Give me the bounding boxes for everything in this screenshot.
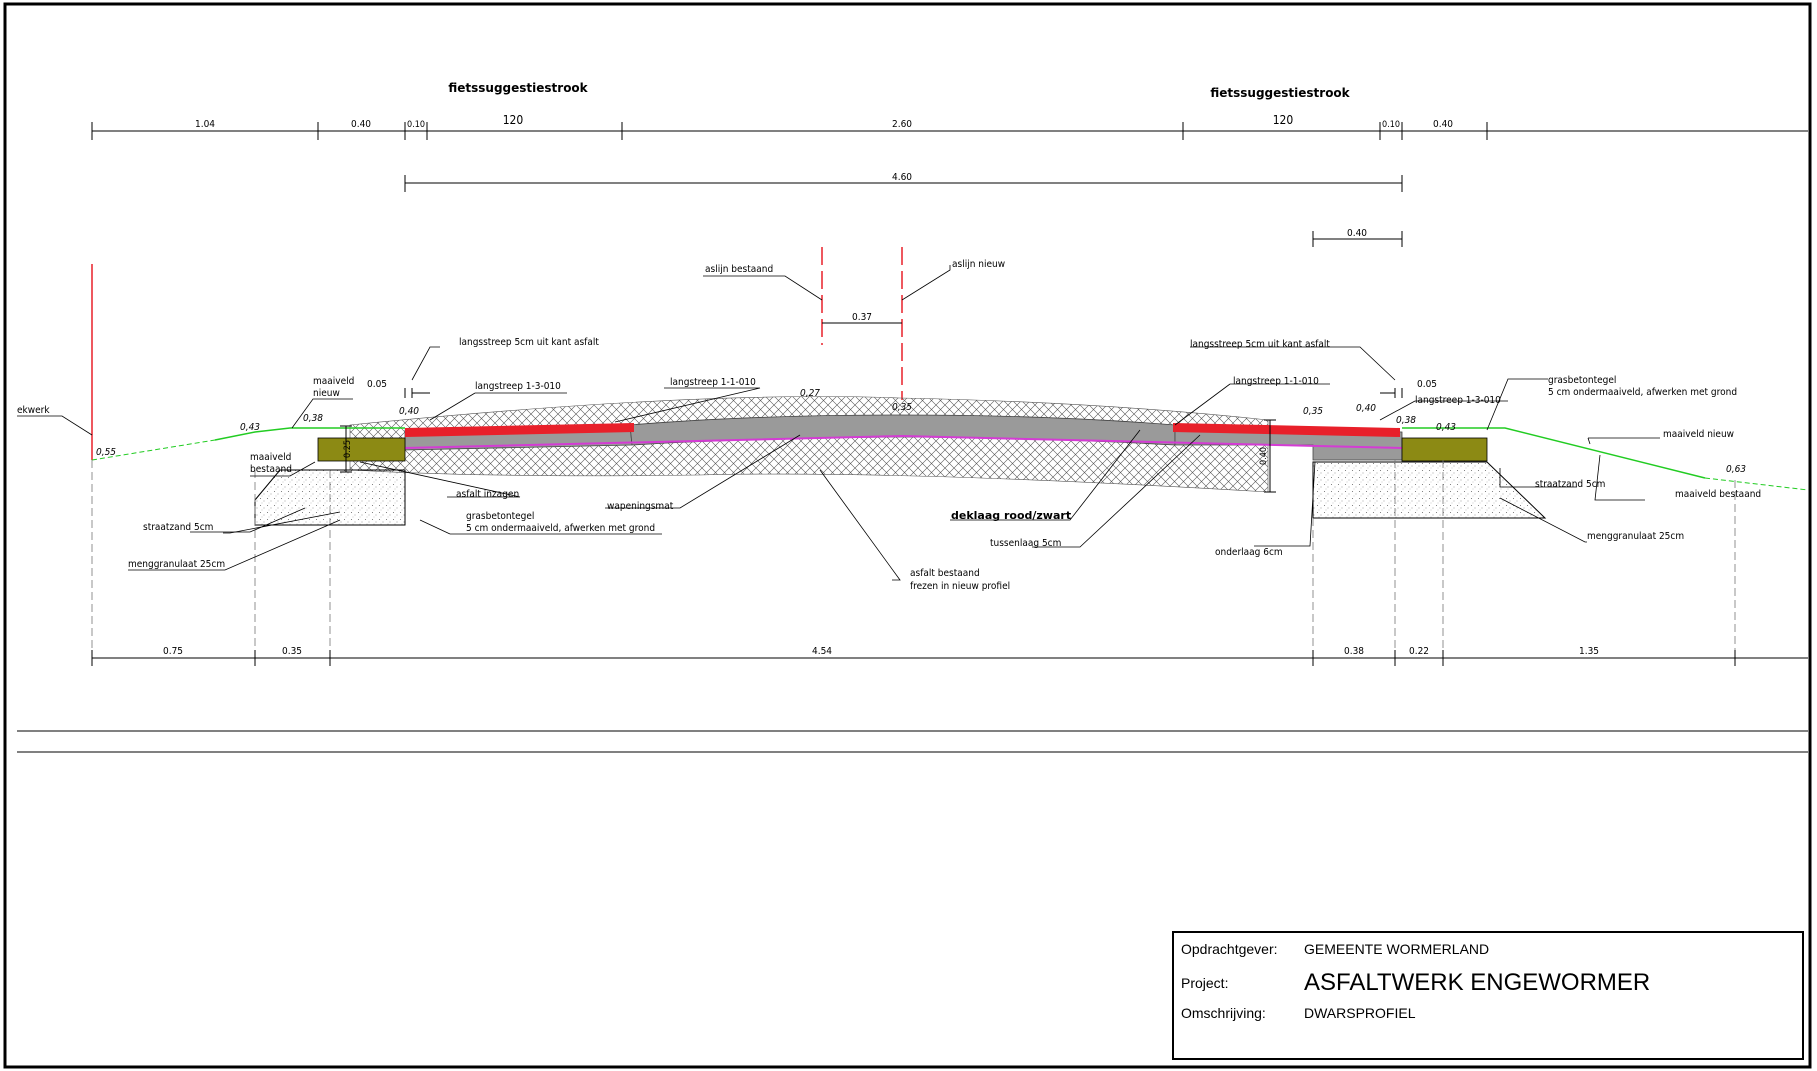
grasbeton-left [317,437,406,462]
level-040-left: 0,40 [399,406,419,417]
level-038-left: 0,38 [303,413,323,424]
maaiveld-nieuw-right [1402,427,1706,479]
label-langstreep-mid-left: langstreep 1-1-010 [670,377,756,388]
deklaag-red-right [1173,423,1400,437]
dim-bottom-1: 0.75 [163,646,183,657]
level-040-right: 0,40 [1356,403,1376,414]
title-project-label: Project: [1181,975,1228,991]
label-straatzand-right: straatzand 5cm [1535,479,1605,490]
level-035-center: 0,35 [892,402,912,413]
label-langstreep-left: langstreep 1-3-010 [475,381,561,392]
label-aslijn-bestaand: aslijn bestaand [705,264,773,275]
dim-bottom-6: 1.35 [1579,646,1599,657]
label-langstreep-mid-right: langstreep 1-1-010 [1233,376,1319,387]
label-maaiveld-nieuw-l1: maaiveld [313,376,354,387]
dim-top-1: 1.04 [195,119,215,130]
title-description-value: DWARSPROFIEL [1304,1005,1416,1021]
label-maaiveld-bestaand-right: maaiveld bestaand [1675,489,1761,500]
dim-top-7: 0.10 [1382,120,1400,130]
dim-right-005: 0.05 [1417,379,1437,390]
magenta-reinforcement-line [404,434,1403,449]
dim-top-6: 120 [1273,113,1294,127]
label-straatzand-left: straatzand 5cm [143,522,213,533]
label-tussenlaag: tussenlaag 5cm [990,538,1061,549]
right-foundation [1312,461,1547,519]
dim-axis-offset: 0.37 [852,312,872,323]
label-menggranulaat-left: menggranulaat 25cm [128,559,225,570]
dim-total: 4.60 [892,172,912,183]
depth-dim-left [340,425,352,473]
level-055: 0,55 [96,447,116,458]
bottom-dimension-row [91,650,1808,666]
label-ekwerk: ekwerk [17,405,50,416]
label-asfalt-bestaand-l1: asfalt bestaand [910,568,980,579]
label-grasbetontegel-right-l2: 5 cm ondermaaiveld, afwerken met grond [1548,387,1737,398]
label-langsstreep-kant-left: langsstreep 5cm uit kant asfalt [459,337,599,348]
dim-right-040: 0.40 [1347,228,1367,239]
level-043-right: 0,43 [1436,422,1456,433]
label-onderlaag: onderlaag 6cm [1215,547,1283,558]
title-description-label: Omschrijving: [1181,1005,1266,1021]
maaiveld-bestaand-right [1704,477,1809,491]
depth-dim-right [1264,419,1276,493]
label-asfalt-bestaand-l2: frezen in nieuw profiel [910,581,1010,592]
extension-lines [91,460,1736,660]
top-dimension-row [91,122,1808,140]
grasbeton-right [1401,437,1488,462]
dim-bottom-5: 0.22 [1409,646,1429,657]
level-063: 0,63 [1726,464,1746,475]
dimension-right-040 [1312,231,1403,247]
dimension-total [404,175,1403,192]
title-block [1172,931,1804,1060]
label-grasbetontegel-left-l1: grasbetontegel [466,511,534,522]
dim-left-005: 0.05 [367,379,387,390]
label-menggranulaat-right: menggranulaat 25cm [1587,531,1684,542]
dim-depth-left: 0.25 [343,440,353,458]
maaiveld-bestaand-left [91,439,216,461]
level-035-right: 0,35 [1303,406,1323,417]
label-deklaag: deklaag rood/zwart [951,509,1071,522]
dim-top-8: 0.40 [1433,119,1453,130]
dim-top-4: 120 [503,113,524,127]
leader-lines [17,265,1660,581]
label-langstreep-right: langstreep 1-3-010 [1415,395,1501,406]
dim-top-5: 2.60 [892,119,912,130]
level-043-left: 0,43 [240,422,260,433]
label-asfalt-inzagen: asfalt inzagen [456,489,519,500]
deklaag-red-left [405,423,634,437]
drawing-frame [3,2,1812,1069]
dim-top-2: 0.40 [351,119,371,130]
dim-bottom-4: 0.38 [1344,646,1364,657]
heading-right-strip: fietssuggestiestrook [1210,86,1350,100]
label-grasbetontegel-left-l2: 5 cm ondermaaiveld, afwerken met grond [466,523,655,534]
title-project-value: ASFALTWERK ENGEWORMER [1304,969,1650,996]
small-dims-005 [404,388,1403,398]
dim-depth-right: 0.40 [1259,447,1269,465]
dim-top-3: 0.10 [407,120,425,130]
label-maaiveld-bestaand-l2: bestaand [250,464,292,475]
dim-bottom-3: 4.54 [812,646,832,657]
level-027: 0,27 [800,388,820,399]
label-grasbetontegel-right-l1: grasbetontegel [1548,375,1616,386]
label-maaiveld-nieuw-right: maaiveld nieuw [1663,429,1734,440]
dim-bottom-2: 0.35 [282,646,302,657]
label-wapeningsmat: wapeningsmat [607,501,674,512]
level-038-right: 0,38 [1396,415,1416,426]
title-client-label: Opdrachtgever: [1181,941,1278,957]
maaiveld-nieuw-left [214,427,405,441]
label-maaiveld-bestaand-l1: maaiveld [250,452,291,463]
label-aslijn-nieuw: aslijn nieuw [952,259,1005,270]
title-client-value: GEMEENTE WORMERLAND [1304,941,1489,957]
label-langsstreep-kant-right: langsstreep 5cm uit kant asfalt [1190,339,1330,350]
heading-left-strip: fietssuggestiestrook [448,81,588,95]
label-maaiveld-nieuw-l2: nieuw [313,388,340,399]
